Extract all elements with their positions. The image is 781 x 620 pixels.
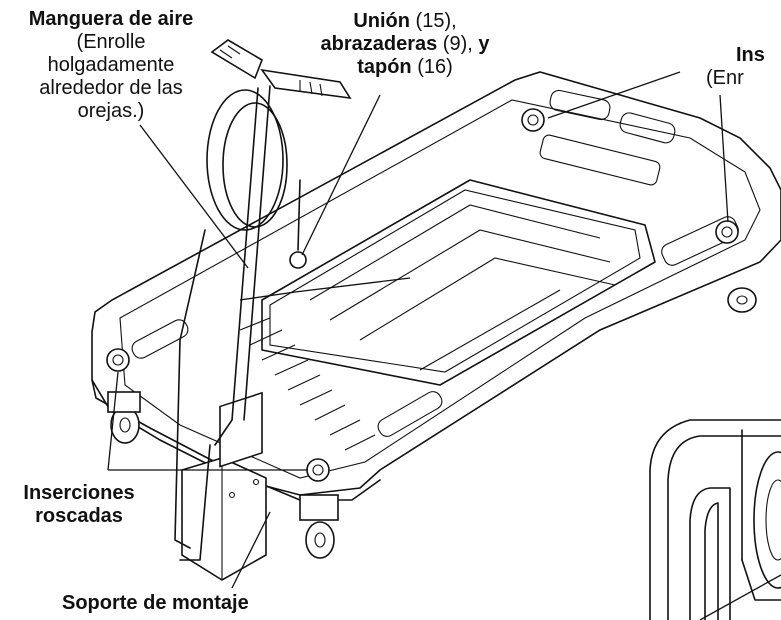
union-part1: Unión	[353, 10, 410, 32]
hose-label: Manguera de aire (Enrolle holgadamente a…	[6, 8, 216, 123]
union-part2: abrazaderas	[320, 33, 438, 55]
detail-inset	[649, 419, 781, 620]
hose-title: Manguera de aire	[28, 8, 194, 30]
union-part3-num: (16)	[411, 56, 453, 78]
inserts-line-2: roscadas	[35, 505, 123, 527]
union-part2-num: (9),	[437, 33, 479, 55]
hose-note-line-1: (Enrolle	[76, 31, 146, 53]
inserts-label: Inserciones roscadas	[4, 482, 154, 528]
inserts-line-1: Inserciones	[23, 482, 135, 504]
hose-note-line-4: orejas.)	[77, 100, 145, 122]
bracket-title: Soporte de montaje	[62, 592, 249, 614]
union-part1-num: (15),	[409, 10, 457, 32]
bracket-label: Soporte de montaje	[62, 592, 249, 615]
mounting-bracket	[181, 391, 267, 581]
union-label: Unión (15), abrazaderas (9), y tapón (16…	[290, 10, 520, 79]
union-part3: tapón	[357, 56, 412, 78]
right-partial-note: (Enr	[706, 67, 744, 89]
union-part2-and: y	[478, 33, 490, 55]
right-partial-label: Ins	[736, 44, 765, 67]
right-partial-note-wrap: (Enr	[706, 67, 744, 90]
leader-lines	[107, 71, 781, 620]
hose-note-line-2: holgadamente	[47, 54, 175, 76]
cart-tray	[91, 71, 781, 501]
handle-assembly	[174, 39, 352, 561]
hose-note-line-3: alrededor de las	[39, 77, 183, 99]
right-partial-title: Ins	[736, 44, 765, 66]
